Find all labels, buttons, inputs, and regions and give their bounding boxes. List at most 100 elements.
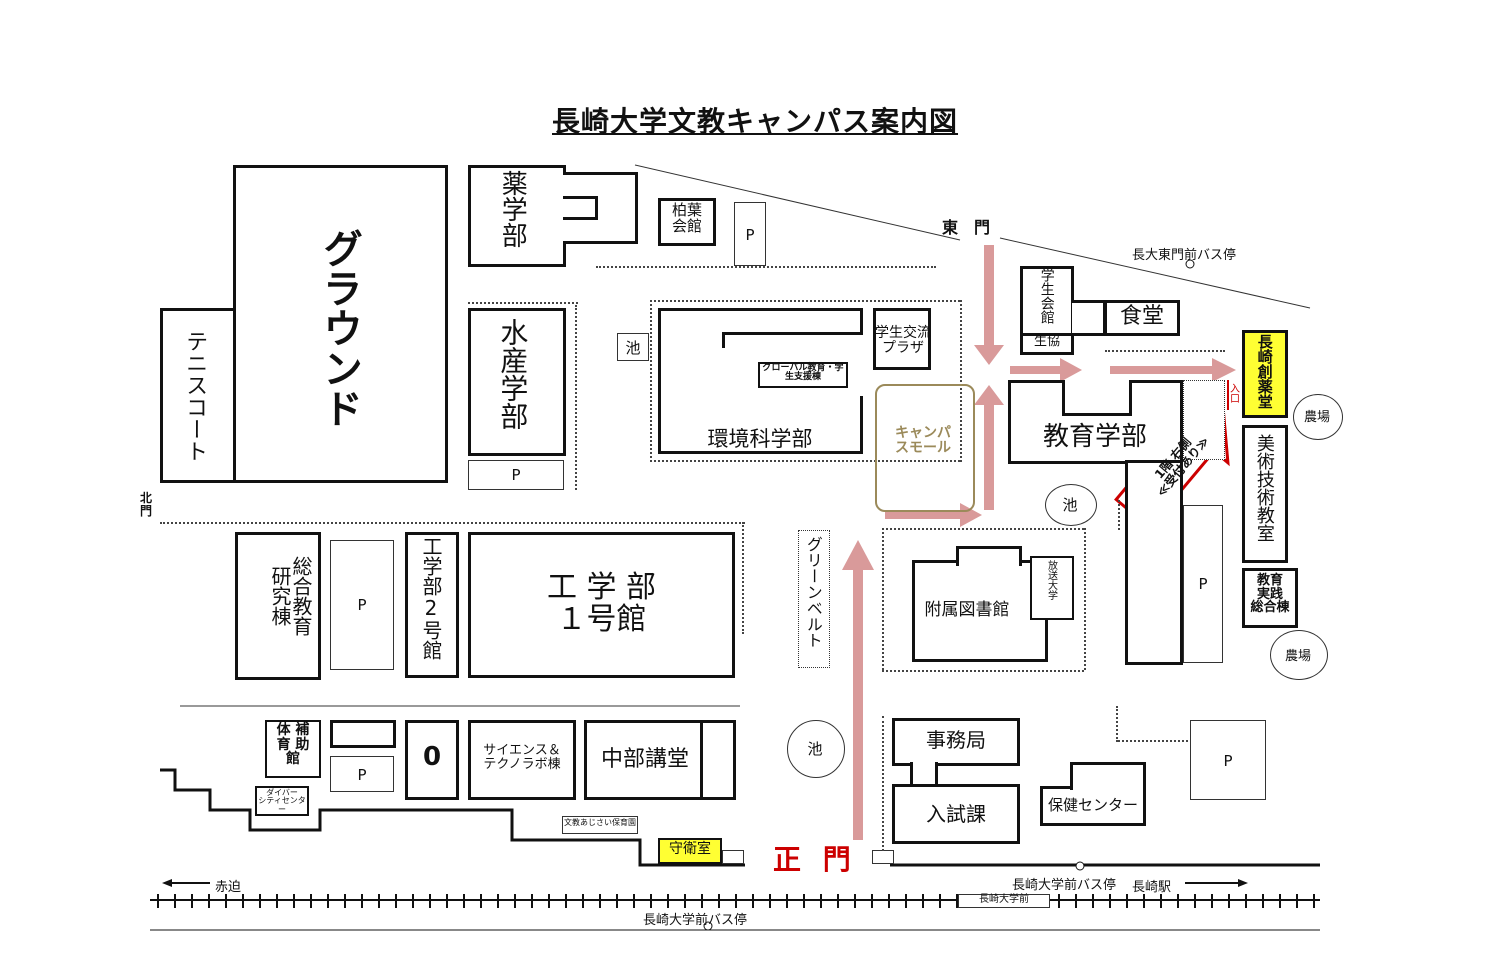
farm bbox=[1270, 630, 1328, 680]
nyushi-building bbox=[892, 784, 1020, 844]
east-gate-label: 東 門 bbox=[942, 218, 991, 237]
art-building bbox=[1242, 425, 1288, 563]
pharma-label: 薬学部 bbox=[497, 170, 528, 248]
restroom-building bbox=[405, 720, 459, 800]
diver-building bbox=[255, 786, 309, 816]
hoso-building bbox=[1030, 556, 1074, 620]
union-label: 学生会館 bbox=[1038, 268, 1055, 324]
busstop-east-label: 長大東門前バス停 bbox=[1132, 248, 1237, 263]
cafeteria-label: 食堂 bbox=[1119, 304, 1164, 329]
bus-stop-marker bbox=[1185, 259, 1195, 269]
coop-label: 生協 bbox=[1033, 334, 1060, 349]
boundary-line-1 bbox=[634, 164, 961, 241]
sogo-label: 総合教育研究棟 bbox=[268, 556, 313, 636]
global-label: グローバル教育・学生支援棟 bbox=[762, 363, 844, 383]
nyushi-label: 入試課 bbox=[926, 802, 986, 826]
tennis-label: テニスコート bbox=[182, 330, 208, 462]
tram-stop-label: 長崎大学前 bbox=[979, 894, 1029, 905]
union-building bbox=[1020, 266, 1074, 336]
entrance-label: 入口 bbox=[1230, 384, 1240, 405]
pond-label: 池 bbox=[625, 339, 641, 357]
chubu-label: 中部講堂 bbox=[600, 747, 689, 772]
jimu-label: 事務局 bbox=[926, 728, 986, 752]
pond bbox=[617, 333, 649, 361]
tennis-court bbox=[160, 308, 236, 483]
greenbelt-label: グリーンベルト bbox=[803, 536, 823, 648]
guard-label: 守衛室 bbox=[669, 841, 711, 857]
farm-label: 農場 bbox=[1303, 410, 1330, 425]
parking-label: P bbox=[357, 766, 367, 784]
fisheries-label: 水産学部 bbox=[496, 318, 530, 430]
env-label: 環境科学部 bbox=[707, 427, 813, 451]
hoken-label: 保健センター bbox=[1047, 796, 1138, 814]
mall-label: キャンパスモール bbox=[895, 425, 951, 456]
annex bbox=[330, 720, 396, 748]
nursery bbox=[562, 816, 638, 834]
fisheries-building bbox=[468, 308, 566, 456]
parking-lot bbox=[1190, 720, 1266, 800]
chubu-building bbox=[584, 720, 704, 800]
parking-lot bbox=[1183, 505, 1223, 663]
plaza-label: 学生交流プラザ bbox=[875, 325, 931, 356]
pharma-building bbox=[468, 165, 566, 267]
art-label: 美術技術教室 bbox=[1253, 434, 1275, 542]
parking-label: P bbox=[745, 226, 755, 244]
souyaku-label: 長崎創薬堂 bbox=[1255, 334, 1274, 409]
stair-outline bbox=[160, 768, 745, 867]
busstop-front-label: 長崎大学前バス停 bbox=[1012, 878, 1117, 893]
route-arrows bbox=[842, 245, 1236, 840]
parking-lot bbox=[330, 756, 394, 792]
campus-mall bbox=[875, 384, 975, 512]
plaza-building bbox=[873, 308, 931, 370]
main-gate-label: 正 門 bbox=[773, 843, 857, 876]
pond bbox=[787, 720, 845, 778]
hoso-label: 放送大学 bbox=[1045, 560, 1057, 600]
pond-label: 池 bbox=[807, 740, 823, 758]
cafeteria-building bbox=[1104, 300, 1180, 336]
akasako-label: 赤迫 bbox=[215, 880, 242, 895]
restroom-label: 0 bbox=[422, 742, 442, 772]
souyaku-building bbox=[1242, 330, 1288, 418]
science-building bbox=[468, 720, 576, 800]
jimu-building bbox=[892, 718, 1020, 766]
education-label: 教育学部 bbox=[1042, 422, 1147, 452]
bus-stop-marker bbox=[703, 921, 713, 931]
nursery-label: 文教あじさい保育園 bbox=[564, 818, 636, 827]
parking-label: P bbox=[1223, 752, 1233, 770]
eng2-building bbox=[405, 532, 459, 678]
tram-stop bbox=[958, 894, 1050, 908]
eng1-building bbox=[468, 532, 735, 678]
guard-building bbox=[658, 838, 722, 864]
farm-label: 農場 bbox=[1284, 649, 1311, 664]
coop-building bbox=[1020, 333, 1074, 355]
ground-label: グラウンド bbox=[316, 228, 362, 428]
bus-stop-marker bbox=[1075, 861, 1085, 871]
practice-label: 教育実践総合棟 bbox=[1250, 573, 1290, 616]
green-belt bbox=[798, 530, 830, 668]
parking-label: P bbox=[1198, 575, 1208, 593]
farm bbox=[1293, 394, 1343, 440]
gym-building bbox=[265, 720, 321, 778]
science-label: サイエンス＆テクノラボ棟 bbox=[483, 743, 561, 772]
parking-lot bbox=[468, 460, 564, 490]
nagasaki-station-label: 長崎駅 bbox=[1132, 880, 1172, 895]
practice-building bbox=[1242, 568, 1298, 628]
hakuyo-building bbox=[658, 198, 716, 246]
parking-label: P bbox=[357, 596, 367, 614]
boundary-line-2 bbox=[999, 237, 1311, 309]
library-label: 附属図書館 bbox=[924, 600, 1010, 620]
pharma-wing bbox=[563, 172, 638, 244]
pond-label: 池 bbox=[1062, 496, 1078, 514]
education-wing bbox=[1125, 460, 1183, 665]
parking-lot bbox=[330, 540, 394, 670]
north-gate-label: 北門 bbox=[140, 491, 153, 519]
busstop-front2-label: 長崎大学前バス停 bbox=[643, 913, 748, 928]
ground-building bbox=[233, 165, 448, 483]
pond bbox=[1045, 484, 1097, 526]
hakuyo-label: 柏葉会館 bbox=[671, 201, 702, 235]
page-title: 長崎大学文教キャンパス案内図 bbox=[552, 105, 959, 138]
diver-label: ダイバーシティセンター bbox=[258, 788, 306, 814]
parking-label: P bbox=[511, 466, 521, 484]
sogo-building bbox=[235, 532, 321, 680]
